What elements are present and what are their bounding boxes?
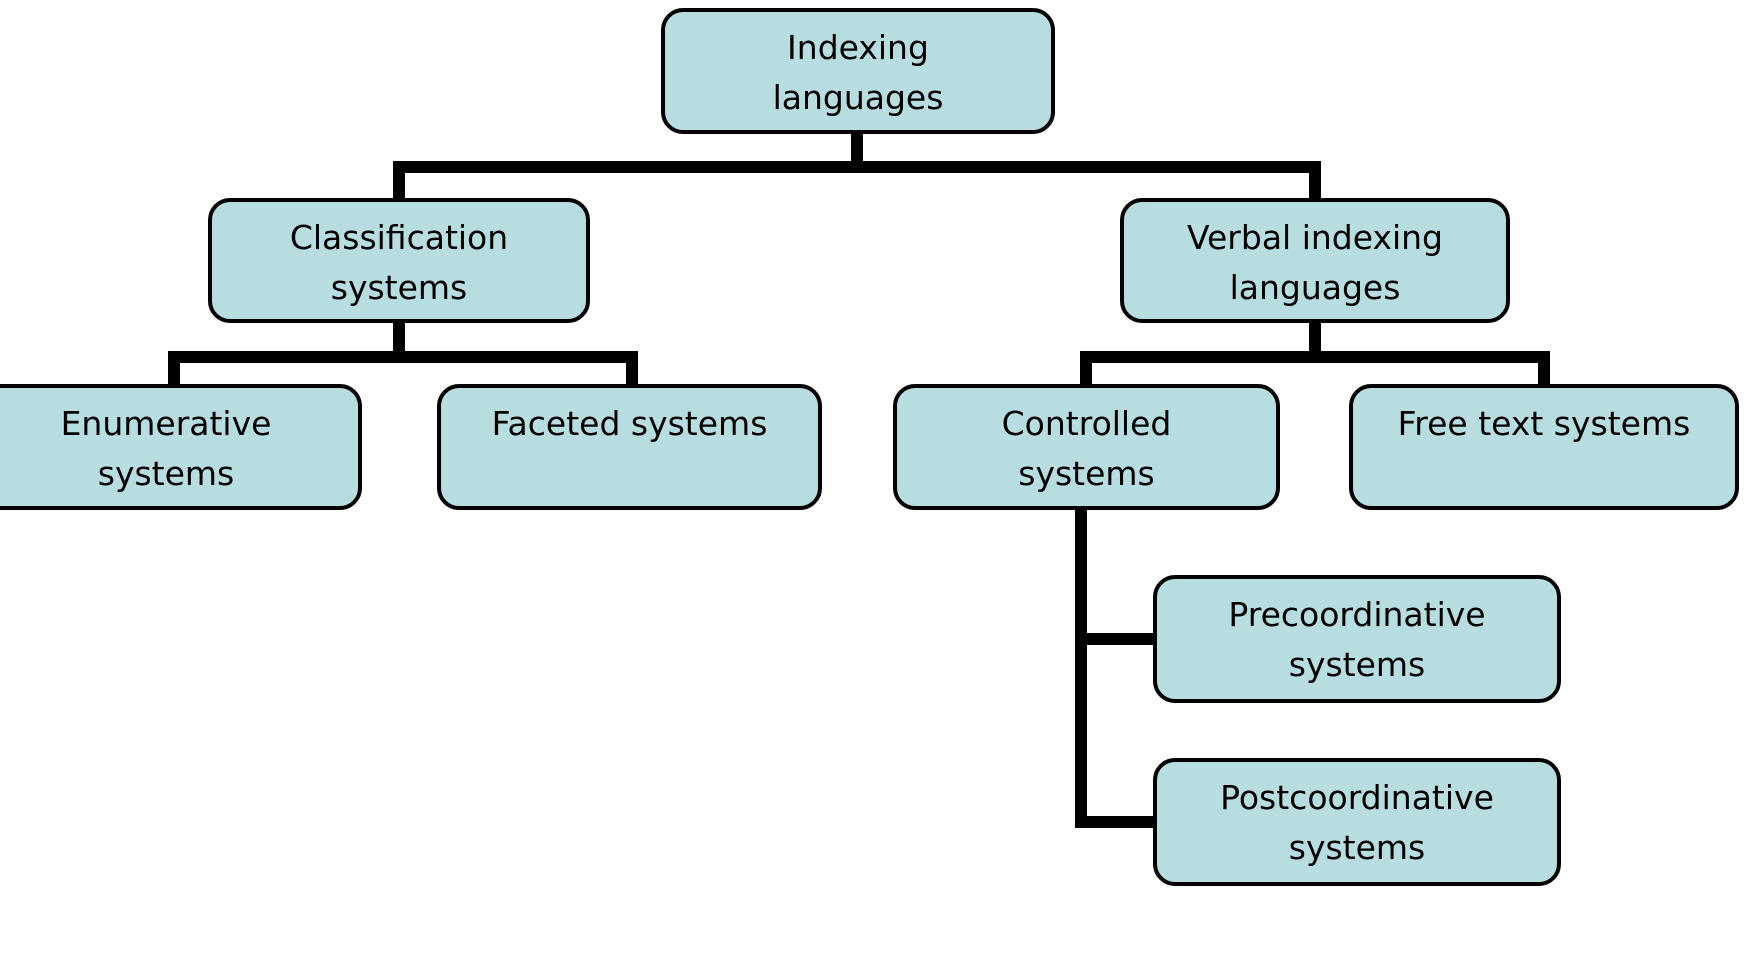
node-postcoordinative-systems: Postcoordinative systems [1153, 758, 1561, 886]
node-controlled-systems: Controlled systems [893, 384, 1280, 510]
node-classification-systems: Classification systems [208, 198, 590, 323]
connector-controlled-spine [1075, 510, 1087, 828]
connector-to-precoordinative [1075, 633, 1153, 645]
node-free-text-systems: Free text systems [1349, 384, 1739, 510]
node-verbal-indexing-languages: Verbal indexing languages [1120, 198, 1510, 323]
node-precoordinative-systems: Precoordinative systems [1153, 575, 1561, 703]
connector-classification-horizontal [168, 351, 638, 363]
connector-to-verbal-indexing [1309, 161, 1321, 198]
connector-to-faceted [626, 351, 638, 384]
connector-to-postcoordinative [1075, 816, 1153, 828]
connector-to-free-text [1538, 351, 1550, 384]
node-enumerative-systems: Enumerative systems [0, 384, 362, 510]
node-faceted-systems: Faceted systems [437, 384, 822, 510]
node-indexing-languages: Indexing languages [661, 8, 1055, 134]
connector-verbal-horizontal [1080, 351, 1550, 363]
connector-to-classification [393, 161, 405, 198]
connector-to-controlled [1080, 351, 1092, 384]
connector-to-enumerative [168, 351, 180, 384]
connector-level1-horizontal [393, 161, 1321, 173]
